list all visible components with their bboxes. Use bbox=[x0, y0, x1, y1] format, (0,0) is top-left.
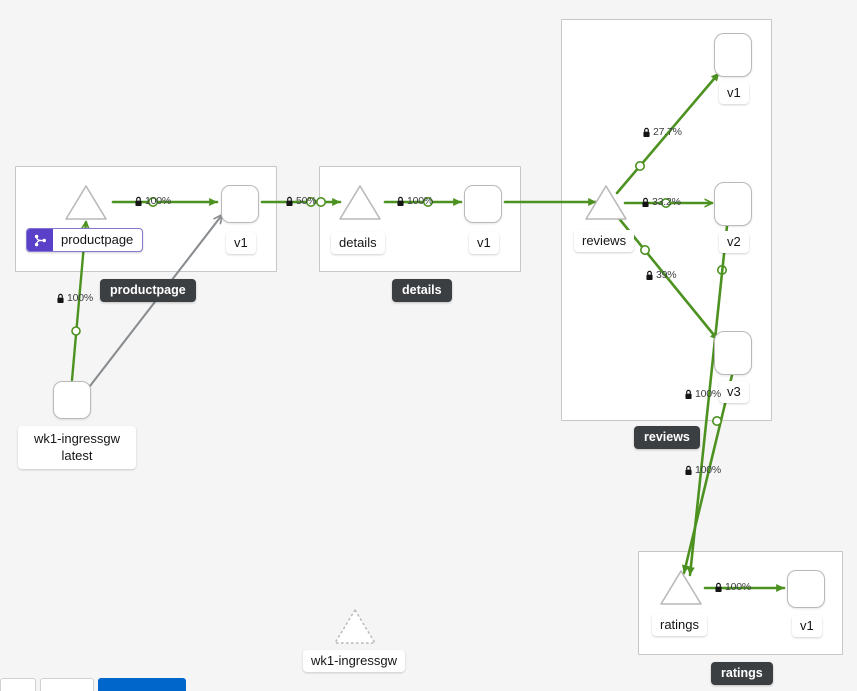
node-label-productpage-v1[interactable]: v1 bbox=[226, 232, 256, 254]
edge-label-details-svc-to-v1: 100% bbox=[396, 196, 433, 207]
node-label-ratings-v1[interactable]: v1 bbox=[792, 615, 822, 637]
node-ingressgw-service[interactable] bbox=[332, 607, 378, 652]
mtls-lock-icon bbox=[642, 197, 649, 207]
edge-rate: 100% bbox=[725, 581, 752, 593]
mtls-lock-icon bbox=[397, 196, 404, 206]
edge-label-reviews-to-v3: 39% bbox=[645, 269, 677, 281]
edge-rate: 100% bbox=[695, 388, 722, 400]
service-triangle-icon bbox=[585, 185, 627, 220]
node-reviews-v1[interactable] bbox=[714, 33, 752, 77]
node-label-details-v1[interactable]: v1 bbox=[469, 232, 499, 254]
node-productpage-service[interactable] bbox=[63, 183, 109, 228]
bottom-toolbar[interactable] bbox=[0, 676, 857, 691]
ingressgw-label-line1: wk1-ingressgw bbox=[34, 431, 120, 446]
group-label-details[interactable]: details bbox=[392, 279, 452, 302]
edge-rate: 27.7% bbox=[653, 126, 682, 138]
virtual-service-icon bbox=[27, 229, 53, 251]
mtls-lock-icon bbox=[135, 196, 142, 206]
mtls-lock-icon bbox=[286, 196, 293, 206]
node-reviews-service[interactable] bbox=[583, 183, 629, 228]
mtls-lock-icon bbox=[643, 127, 650, 137]
edge-label-reviews-v3-to-ratings: 100% bbox=[684, 465, 721, 476]
group-label-productpage[interactable]: productpage bbox=[100, 279, 196, 302]
primary-action-button[interactable] bbox=[98, 678, 186, 691]
node-reviews-v3[interactable] bbox=[714, 331, 752, 375]
node-ingressgw-workload[interactable] bbox=[53, 381, 91, 419]
mtls-lock-icon bbox=[685, 465, 692, 475]
edge-rate: 33.2% bbox=[652, 196, 681, 208]
edge-rate: 39% bbox=[656, 269, 677, 281]
edge-label-reviews-to-v1: 27.7% bbox=[642, 127, 682, 138]
node-label-productpage-service[interactable]: productpage bbox=[26, 228, 144, 252]
node-ratings-service[interactable] bbox=[658, 568, 704, 613]
node-label-reviews-v1[interactable]: v1 bbox=[719, 82, 749, 104]
service-triangle-idle-icon bbox=[334, 609, 376, 644]
node-label-ingressgw-workload[interactable]: wk1-ingressgw latest bbox=[18, 426, 136, 469]
node-details-v1[interactable] bbox=[464, 185, 502, 223]
node-label-details-service[interactable]: details bbox=[331, 232, 385, 254]
node-label-reviews-v2[interactable]: v2 bbox=[719, 231, 749, 253]
mtls-lock-icon bbox=[57, 293, 64, 303]
ingressgw-label-line2: latest bbox=[61, 448, 93, 463]
node-ratings-v1[interactable] bbox=[787, 570, 825, 608]
edge-rate: 50% bbox=[296, 195, 317, 207]
group-label-reviews[interactable]: reviews bbox=[634, 426, 700, 449]
edge-label-productpage-v1-to-details: 50% bbox=[285, 195, 317, 207]
edge-rate: 100% bbox=[695, 464, 722, 476]
node-details-service[interactable] bbox=[337, 183, 383, 228]
node-label-ingressgw-service[interactable]: wk1-ingressgw bbox=[303, 650, 405, 672]
edge-label-ratings-svc-to-v1: 100% bbox=[714, 582, 751, 593]
edge-rate: 100% bbox=[67, 292, 94, 304]
edge-label-reviews-to-v2: 33.2% bbox=[641, 197, 681, 208]
node-productpage-v1[interactable] bbox=[221, 185, 259, 223]
node-label-reviews-v3[interactable]: v3 bbox=[719, 381, 749, 403]
node-label-reviews-service[interactable]: reviews bbox=[574, 230, 635, 252]
edge-label-ingressgw-to-productpage: 100% bbox=[56, 293, 93, 304]
mtls-lock-icon bbox=[715, 582, 722, 592]
node-reviews-v2[interactable] bbox=[714, 182, 752, 226]
node-label-text: productpage bbox=[61, 232, 134, 247]
edge-label-productpage-svc-to-v1: 100% bbox=[134, 196, 171, 207]
edge-rate: 100% bbox=[407, 195, 434, 207]
mtls-lock-icon bbox=[685, 389, 692, 399]
service-triangle-icon bbox=[65, 185, 107, 220]
edge-label-reviews-v2-to-ratings: 100% bbox=[684, 389, 721, 400]
mtls-lock-icon bbox=[646, 270, 653, 280]
edge-rate: 100% bbox=[145, 195, 172, 207]
legend-button[interactable] bbox=[0, 678, 36, 691]
service-triangle-icon bbox=[339, 185, 381, 220]
group-label-ratings[interactable]: ratings bbox=[711, 662, 773, 685]
node-label-ratings-service[interactable]: ratings bbox=[652, 614, 708, 636]
graph-tools-button[interactable] bbox=[40, 678, 94, 691]
service-triangle-icon bbox=[660, 570, 702, 605]
